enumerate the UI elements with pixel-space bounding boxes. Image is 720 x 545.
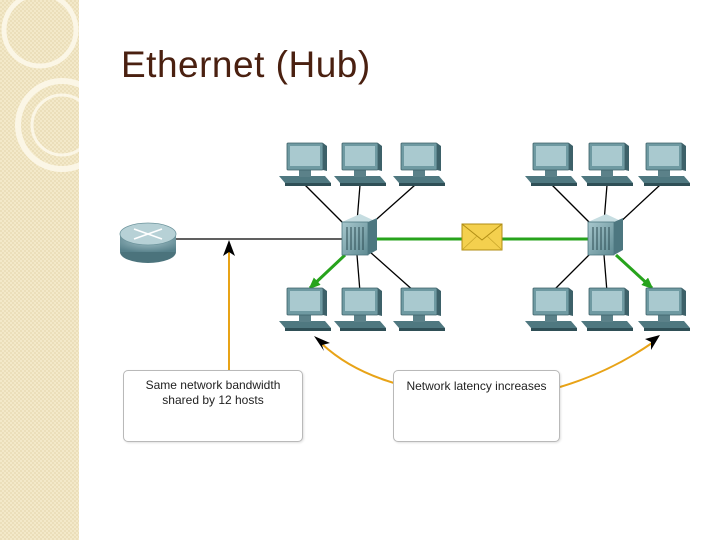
active-link-right-host xyxy=(614,253,654,290)
host-computer-icon xyxy=(334,142,386,186)
router-icon xyxy=(119,222,177,263)
latency-callout: Network latency increases xyxy=(393,370,560,442)
hub-icon-right xyxy=(587,214,623,256)
host-computer-icon xyxy=(581,287,633,331)
bandwidth-callout-line2: shared by 12 hosts xyxy=(162,393,264,407)
bandwidth-callout-line1: Same network bandwidth xyxy=(145,378,281,392)
host-computer-icon xyxy=(393,287,445,331)
latency-callout-text: Network latency increases xyxy=(406,379,547,393)
host-computer-icon xyxy=(581,142,633,186)
host-computer-icon xyxy=(279,142,331,186)
annotation-arrows xyxy=(228,252,653,388)
host-computer-icon xyxy=(525,287,577,331)
bandwidth-callout: Same network bandwidth shared by 12 host… xyxy=(123,370,303,442)
host-computer-icon xyxy=(334,287,386,331)
host-group xyxy=(279,142,690,331)
envelope-icon xyxy=(461,223,503,251)
right-hub-links xyxy=(551,184,661,293)
host-computer-icon xyxy=(638,142,690,186)
host-computer-icon xyxy=(525,142,577,186)
active-link-left-host xyxy=(308,253,347,290)
slide-title: Ethernet (Hub) xyxy=(121,44,371,85)
host-computer-icon xyxy=(638,287,690,331)
annotation-arrowheads xyxy=(223,240,660,351)
host-computer-icon xyxy=(393,142,445,186)
hub-icon-left xyxy=(341,214,377,256)
host-computer-icon xyxy=(279,287,331,331)
decorative-side-strip xyxy=(0,0,109,540)
